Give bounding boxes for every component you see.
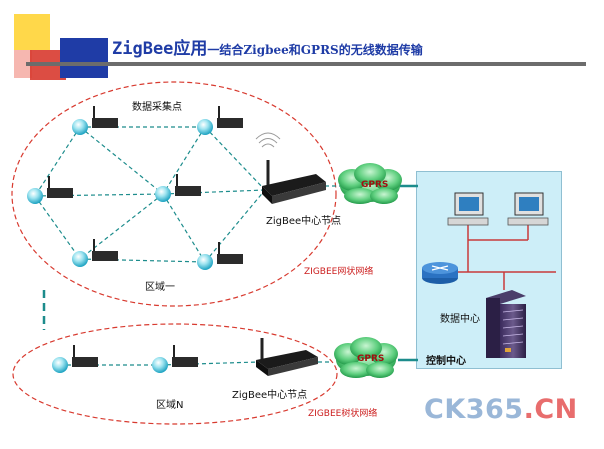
watermark-logo: CK365.CN [424, 394, 578, 425]
title-sub: 一结合Zigbee和GPRS的无线数据传输 [207, 43, 423, 57]
gprs-cloud [338, 163, 402, 204]
region-n-label: 区域N [156, 400, 184, 411]
sensor-node [197, 106, 243, 135]
page-title: ZigBee应用一结合Zigbee和GPRS的无线数据传输 [112, 34, 423, 59]
title-main: ZigBee应用 [112, 39, 208, 59]
tree-network-label: ZIGBEE树状网络 [308, 409, 378, 419]
sensor-node [197, 242, 243, 270]
sensor-node [27, 176, 73, 204]
zigbee-center-node-device [256, 338, 318, 376]
region-n-ellipse [12, 323, 338, 425]
sensor-node [52, 345, 98, 373]
sensor-node [72, 106, 118, 135]
lan-lines [440, 222, 556, 290]
data-center-label: 数据中心 [440, 314, 480, 325]
watermark-part2: .CN [523, 394, 578, 425]
watermark-part1: CK365 [424, 394, 524, 425]
zigbee-center-node-device [255, 132, 326, 204]
data-collection-point-label: 数据采集点 [132, 102, 182, 113]
computer-icon [507, 192, 549, 226]
decor-pink-block [14, 50, 32, 78]
control-center-label: 控制中心 [426, 356, 466, 367]
gprs-cloud [334, 337, 398, 378]
mesh-network-label: ZIGBEE网状网络 [304, 267, 374, 277]
computer-icon [447, 192, 489, 226]
sensor-node [152, 345, 198, 373]
sensor-node [72, 239, 118, 267]
gprs-to-control-lines [398, 184, 418, 362]
zigbee-center-node-label: ZigBee中心节点 [266, 216, 342, 227]
router-icon [422, 262, 458, 284]
zigbee-center-node-label: ZigBee中心节点 [232, 390, 308, 401]
server-rack-icon [486, 290, 526, 358]
decor-blue-square [60, 38, 108, 78]
region-one-label: 区域一 [145, 282, 175, 293]
title-underline-bar [26, 62, 586, 66]
decor-yellow-square [14, 14, 50, 50]
region-one-ellipse [11, 81, 337, 307]
gprs-label: GPRS [357, 354, 385, 364]
sensor-node [155, 174, 201, 202]
gprs-label: GPRS [361, 180, 389, 190]
